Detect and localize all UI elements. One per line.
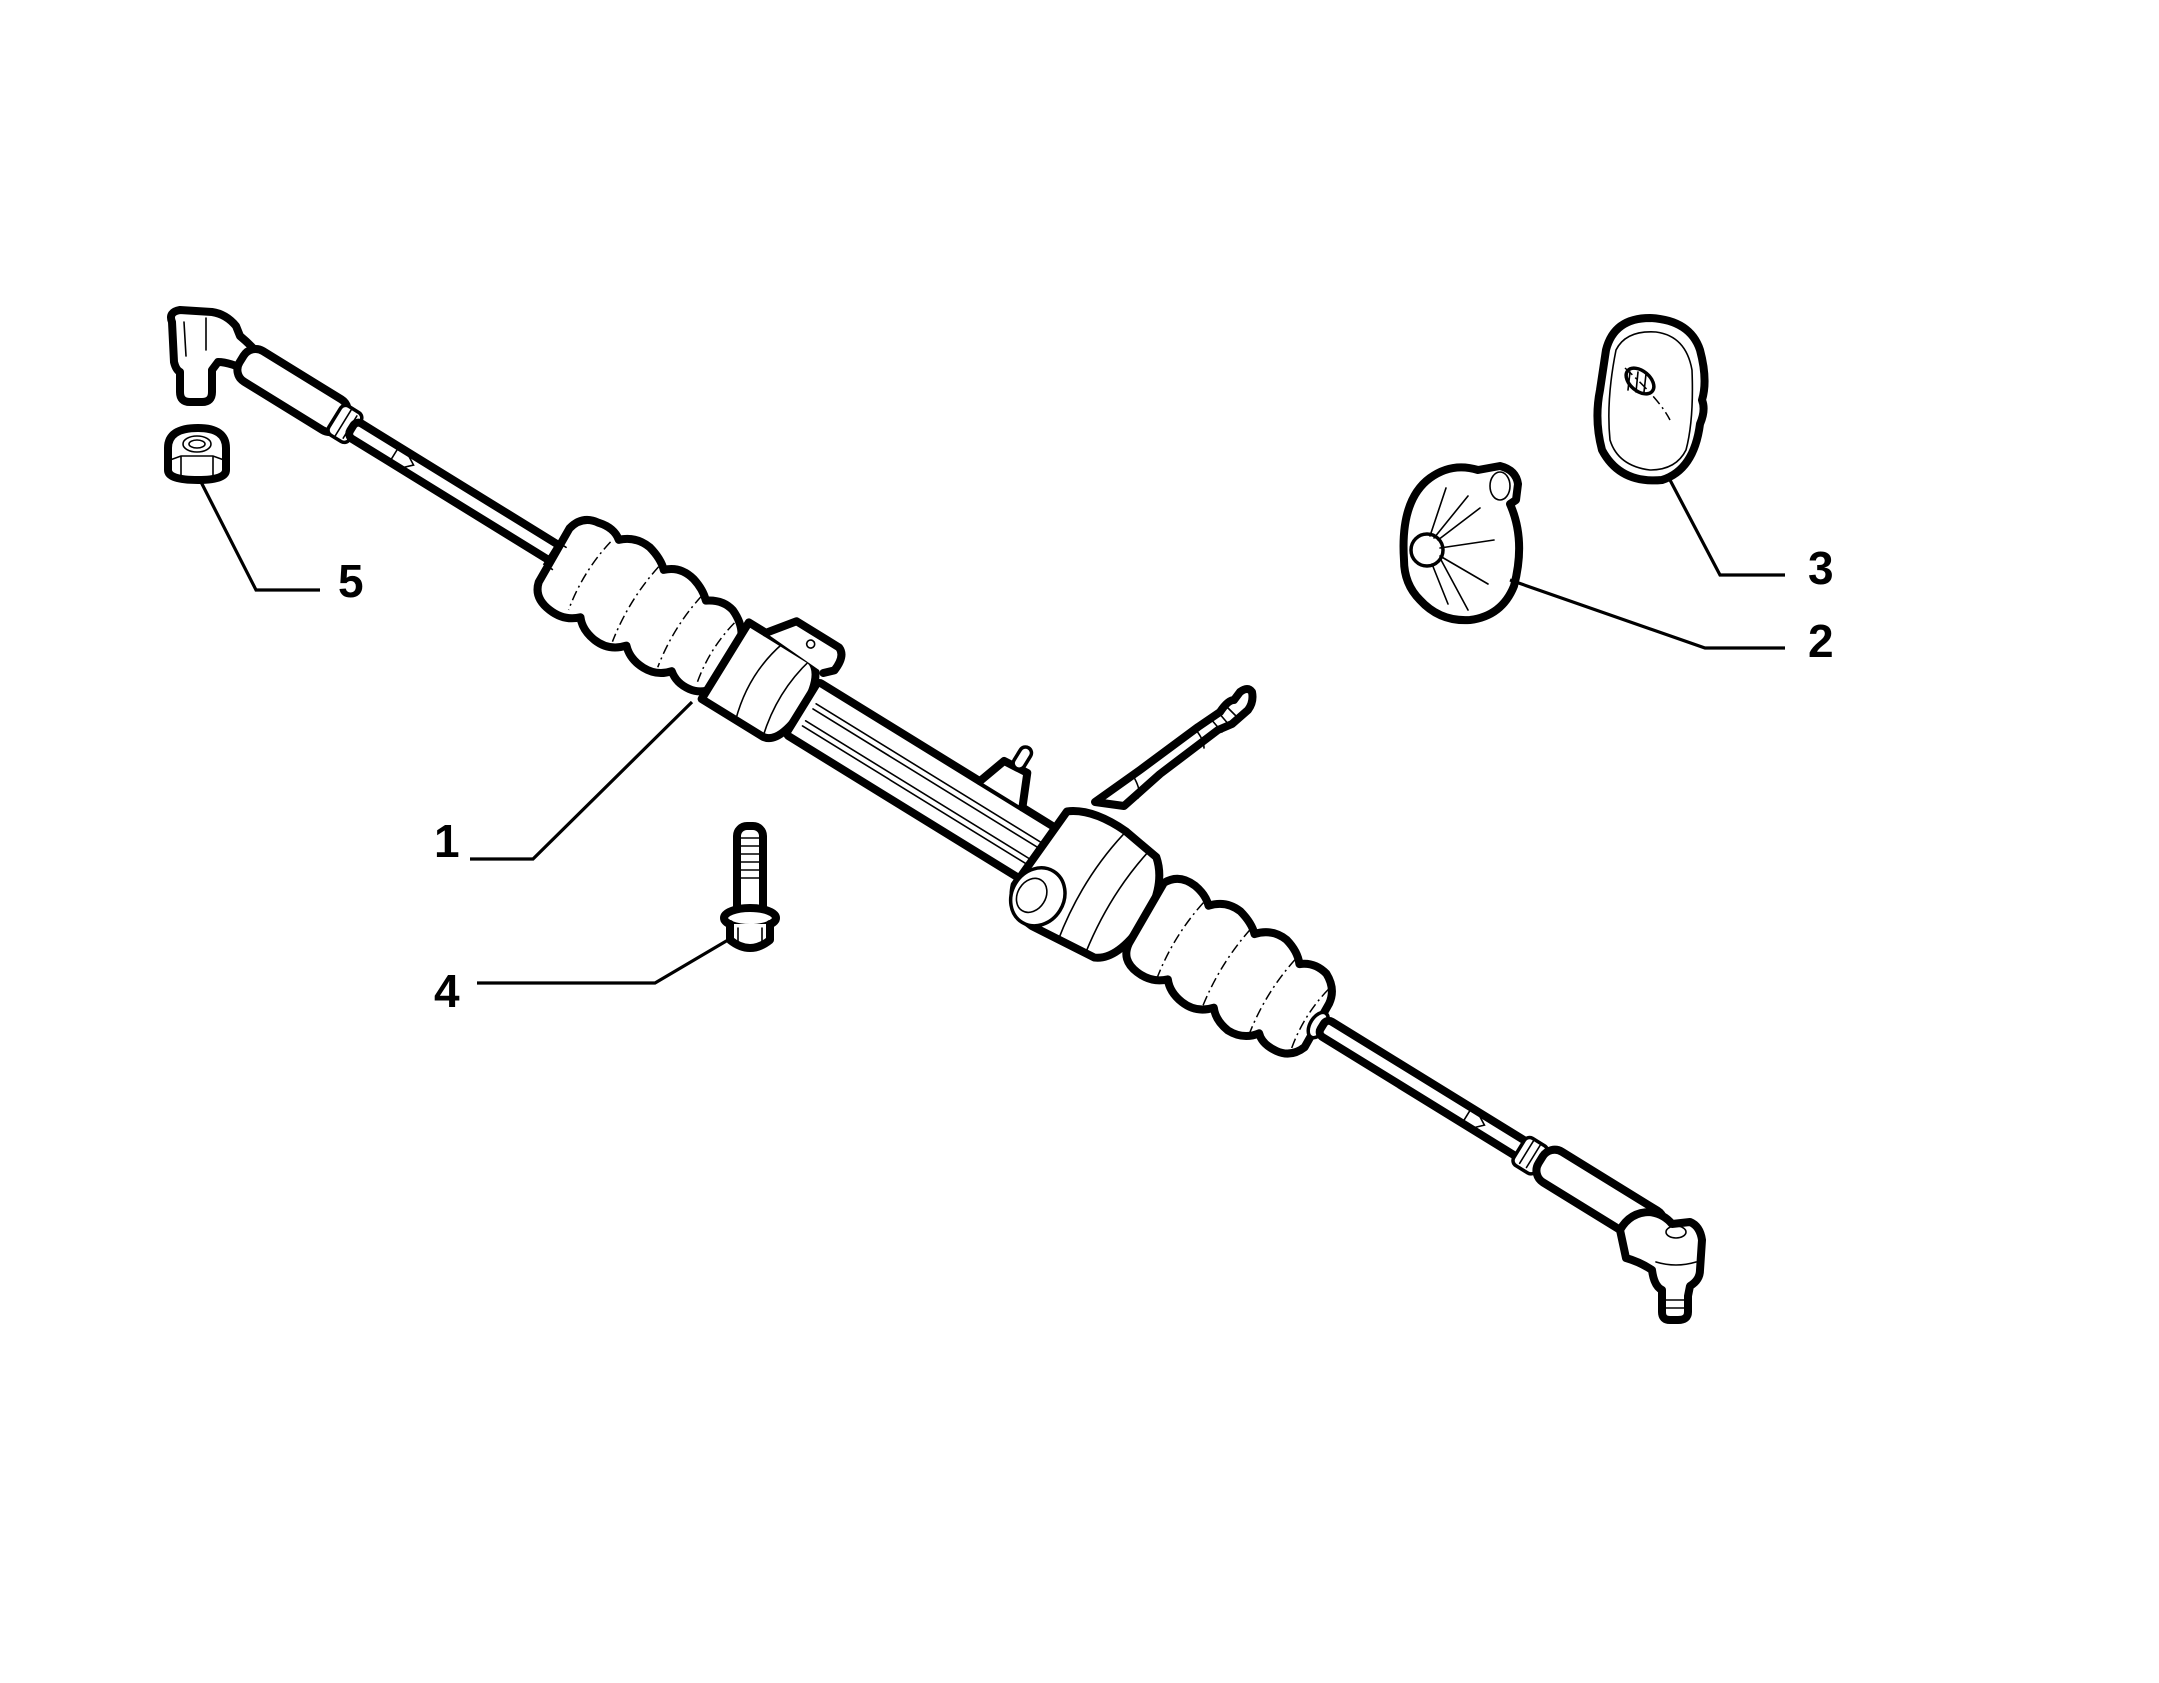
callout-label-3[interactable]: 3 [1808,542,1834,594]
nut-part[interactable] [164,424,230,484]
leader-line-2 [1509,578,1785,650]
rack-housing-left-collar [697,617,846,743]
rack-tube [783,679,1068,889]
callout-label-2[interactable]: 2 [1808,615,1834,667]
callout-label-4[interactable]: 4 [434,965,460,1017]
right-bellows-boot [1122,874,1336,1058]
left-tie-rod-end [167,306,264,406]
pinion-housing [1008,807,1164,962]
grommet-seal-part[interactable] [1593,314,1709,485]
cover-plug-part[interactable] [1399,462,1524,625]
left-inner-tie-rod [345,418,567,567]
leader-line-5 [198,479,320,592]
flange-bolt-part[interactable] [720,822,780,952]
leader-lines [198,479,1785,985]
right-inner-tie-rod [1315,1016,1533,1162]
leader-line-3 [1668,479,1785,577]
leader-line-4 [477,938,729,985]
left-outer-tie-rod [233,344,364,445]
steering-rack-assembly[interactable] [167,289,1706,1324]
callout-label-1[interactable]: 1 [434,815,460,867]
leader-line-1 [470,700,694,861]
right-tie-rod-end [1616,1208,1706,1324]
callout-label-5[interactable]: 5 [338,555,364,607]
pinion-input-shaft [1091,685,1257,810]
